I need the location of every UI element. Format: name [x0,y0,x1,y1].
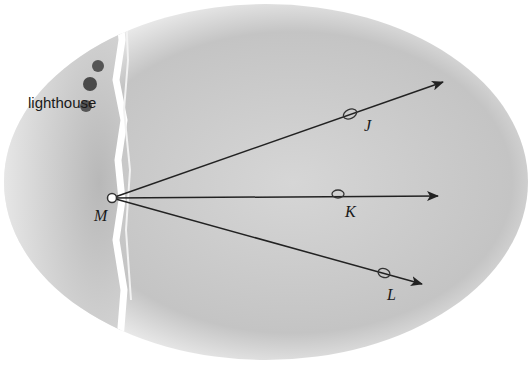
point-label: M [94,208,107,224]
point-label: L [387,287,396,303]
point-label: J [364,118,371,134]
place-label: lighthouse [28,95,96,110]
point-label: K [345,204,356,220]
